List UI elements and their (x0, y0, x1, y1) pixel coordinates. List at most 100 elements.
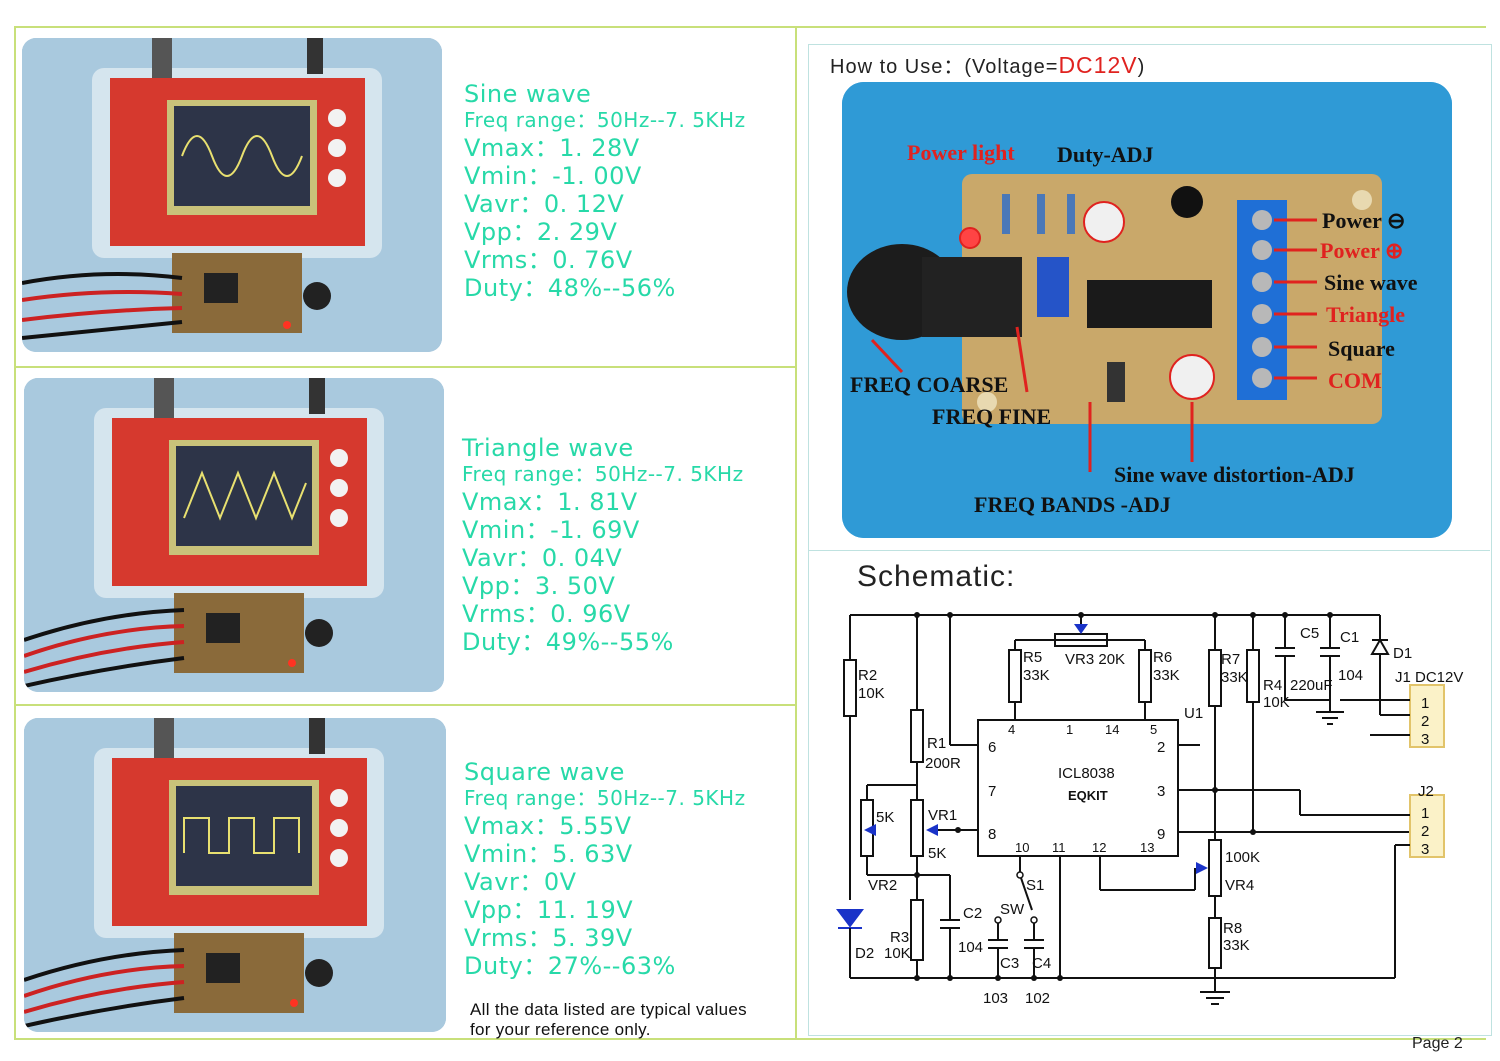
right-panel-box (808, 44, 1492, 1036)
ic-pin-2: 2 (1157, 739, 1165, 756)
sch-r6v: 33K (1153, 667, 1180, 684)
sch-j2: J2 (1418, 783, 1434, 800)
sch-vr4: VR4 (1225, 877, 1254, 894)
note-line-2: for your reference only. (470, 1020, 651, 1039)
j2-pin-1: 1 (1421, 805, 1429, 822)
left-border (14, 26, 16, 1038)
sch-brand: EQKIT (1068, 788, 1108, 803)
vmax: Vmax：5.55V (464, 812, 632, 840)
howto-voltage: DC12V (1058, 52, 1138, 78)
schematic-title: Schematic: (857, 560, 1016, 593)
sch-r6: R6 (1153, 649, 1172, 666)
label-triangle: Triangle (1326, 302, 1406, 327)
pcb-board-image (842, 82, 1452, 538)
sch-vr3: VR3 20K (1065, 651, 1125, 668)
howto-prefix: How to Use：(Voltage= (830, 56, 1059, 78)
sch-r5v: 33K (1023, 667, 1050, 684)
mid-divider (795, 26, 797, 1038)
ic-pin-8: 8 (988, 826, 996, 843)
duty: Duty：27%--63% (464, 952, 676, 980)
ic-pin-6: 6 (988, 739, 996, 756)
ic-pin-10: 10 (1015, 840, 1029, 855)
label-duty-adj: Duty-ADJ (1057, 142, 1154, 167)
sch-r5: R5 (1023, 649, 1042, 666)
oscilloscope-triangle-image (24, 378, 444, 692)
j1-pin-1: 1 (1421, 695, 1429, 712)
sch-vr1v: 5K (928, 845, 946, 862)
wave-title: Triangle wave (462, 434, 634, 462)
sch-c5: C5 (1300, 625, 1319, 642)
right-panel-divider (808, 550, 1490, 551)
ic-pin-4: 4 (1008, 722, 1015, 737)
page-number: Page 2 (1412, 1035, 1463, 1052)
ic-pin-12: 12 (1092, 840, 1106, 855)
duty: Duty：49%--55% (462, 628, 674, 656)
row-divider-2 (14, 704, 795, 706)
sch-r2v: 10K (858, 685, 885, 702)
sch-r3: R3 (890, 929, 909, 946)
j2-pin-3: 3 (1421, 841, 1429, 858)
vpp: Vpp：11. 19V (464, 896, 634, 924)
freq-range: Freq range：50Hz--7. 5KHz (462, 462, 744, 486)
sch-j1: J1 DC12V (1395, 669, 1463, 686)
row-divider-1 (14, 366, 795, 368)
wave-title: Square wave (464, 758, 625, 786)
wave-title: Sine wave (464, 80, 592, 108)
sch-c4v: 102 (1025, 990, 1050, 1007)
square-product-photo (24, 718, 446, 1032)
sine-product-photo (22, 38, 442, 352)
label-sine-distortion: Sine wave distortion-ADJ (1114, 462, 1355, 487)
label-power-minus: Power ⊖ (1322, 208, 1406, 233)
vmin: Vmin：5. 63V (464, 840, 633, 868)
note-line-1: All the data listed are typical values (470, 1000, 747, 1019)
ic-pin-14: 14 (1105, 722, 1119, 737)
j1-pin-2: 2 (1421, 713, 1429, 730)
sch-c2v: 104 (958, 939, 983, 956)
sch-c1v: 104 (1338, 667, 1363, 684)
ic-pin-5: 5 (1150, 722, 1157, 737)
sch-c4: C4 (1032, 955, 1051, 972)
freq-range: Freq range：50Hz--7. 5KHz (464, 786, 746, 810)
top-border (14, 26, 1486, 28)
label-power-plus: Power ⊕ (1320, 238, 1404, 263)
pcb-photo: Power light Duty-ADJ Power ⊖ Power ⊕ Sin… (842, 82, 1452, 538)
sch-c3v: 103 (983, 990, 1008, 1007)
vmax: Vmax：1. 81V (462, 488, 638, 516)
reference-note: All the data listed are typical values f… (470, 1000, 747, 1040)
vavr: Vavr：0V (464, 868, 577, 896)
ic-pin-13: 13 (1140, 840, 1154, 855)
vrms: Vrms：0. 76V (464, 246, 633, 274)
howto-title: How to Use：(Voltage=DC12V) (830, 50, 1145, 79)
freq-range: Freq range：50Hz--7. 5KHz (464, 108, 746, 132)
triangle-product-photo (24, 378, 444, 692)
oscilloscope-sine-image (22, 38, 442, 352)
ic-pin-9: 9 (1157, 826, 1165, 843)
sine-spec: Sine wave Freq range：50Hz--7. 5KHz Vmax：… (464, 82, 746, 304)
sch-vr1: VR1 (928, 807, 957, 824)
oscilloscope-square-image (24, 718, 446, 1032)
sch-d1: D1 (1393, 645, 1412, 662)
sch-r1: R1 (927, 735, 946, 752)
ic-pin-7: 7 (988, 783, 996, 800)
sch-r8v: 33K (1223, 937, 1250, 954)
vpp: Vpp：2. 29V (464, 218, 618, 246)
ic-pin-3: 3 (1157, 783, 1165, 800)
sch-r4: R4 (1263, 677, 1282, 694)
vavr: Vavr：0. 12V (464, 190, 625, 218)
sch-r7: R7 (1221, 651, 1240, 668)
triangle-spec: Triangle wave Freq range：50Hz--7. 5KHz V… (462, 436, 744, 658)
howto-suffix: ) (1137, 56, 1146, 78)
vrms: Vrms：0. 96V (462, 600, 631, 628)
sch-c1: C1 (1340, 629, 1359, 646)
sch-d2: D2 (855, 945, 874, 962)
ic-pin-1: 1 (1066, 722, 1073, 737)
label-com: COM (1328, 368, 1382, 393)
bottom-border (14, 1038, 1486, 1040)
sch-r2: R2 (858, 667, 877, 684)
ic-pin-11: 11 (1052, 840, 1066, 855)
sch-vr2: VR2 (868, 877, 897, 894)
sch-r4v: 10K (1263, 694, 1290, 711)
sch-c5v: 220uF (1290, 677, 1333, 694)
label-power-light: Power light (907, 140, 1015, 165)
sch-c2: C2 (963, 905, 982, 922)
